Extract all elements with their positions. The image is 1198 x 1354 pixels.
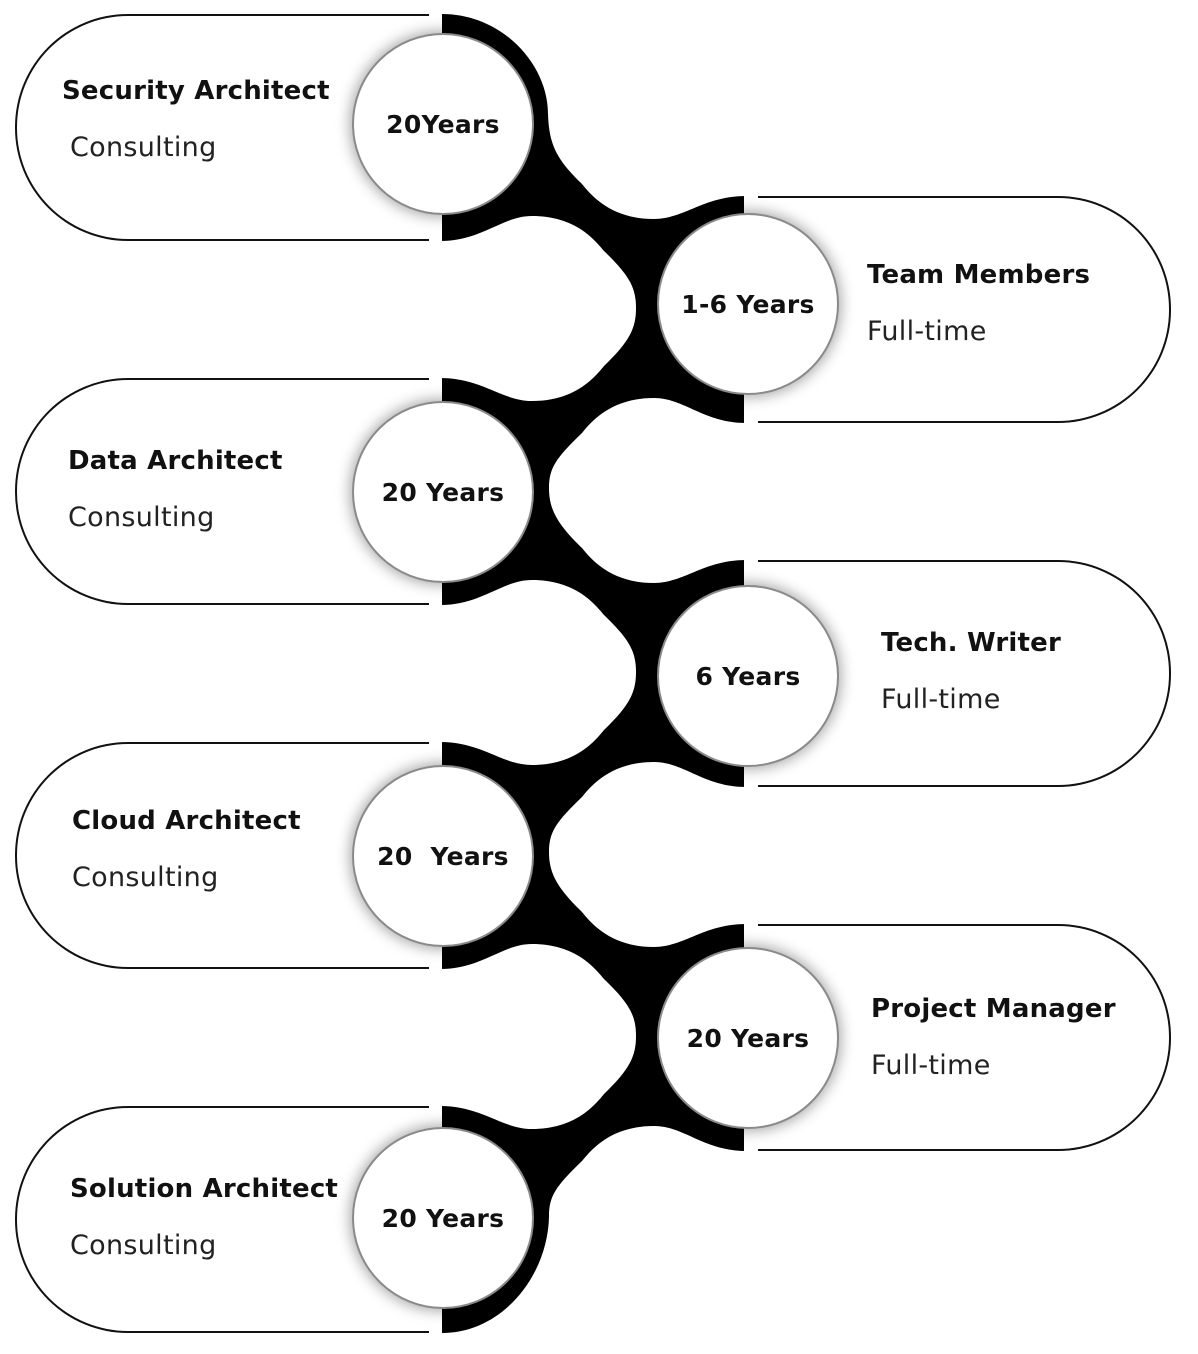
item-subtitle: Consulting: [68, 502, 215, 533]
years-badge: 20 Years: [657, 947, 839, 1129]
item-title: Project Manager: [871, 994, 1116, 1024]
item-title: Cloud Architect: [72, 806, 301, 836]
item-title: Solution Architect: [70, 1174, 339, 1204]
item-title: Team Members: [867, 260, 1091, 290]
item-title: Tech. Writer: [881, 628, 1062, 658]
years-badge: 20Years: [352, 33, 534, 215]
item-subtitle: Full-time: [881, 684, 1001, 715]
item-title: Data Architect: [68, 446, 283, 476]
years-badge: 20 Years: [352, 765, 534, 947]
years-badge: 1-6 Years: [657, 213, 839, 395]
years-badge: 20 Years: [352, 401, 534, 583]
years-badge: 20 Years: [352, 1127, 534, 1309]
item-title: Security Architect: [62, 76, 330, 106]
item-subtitle: Consulting: [70, 132, 217, 163]
item-subtitle: Consulting: [70, 1230, 217, 1261]
item-subtitle: Full-time: [871, 1050, 991, 1081]
years-badge: 6 Years: [657, 585, 839, 767]
item-subtitle: Full-time: [867, 316, 987, 347]
item-subtitle: Consulting: [72, 862, 219, 893]
